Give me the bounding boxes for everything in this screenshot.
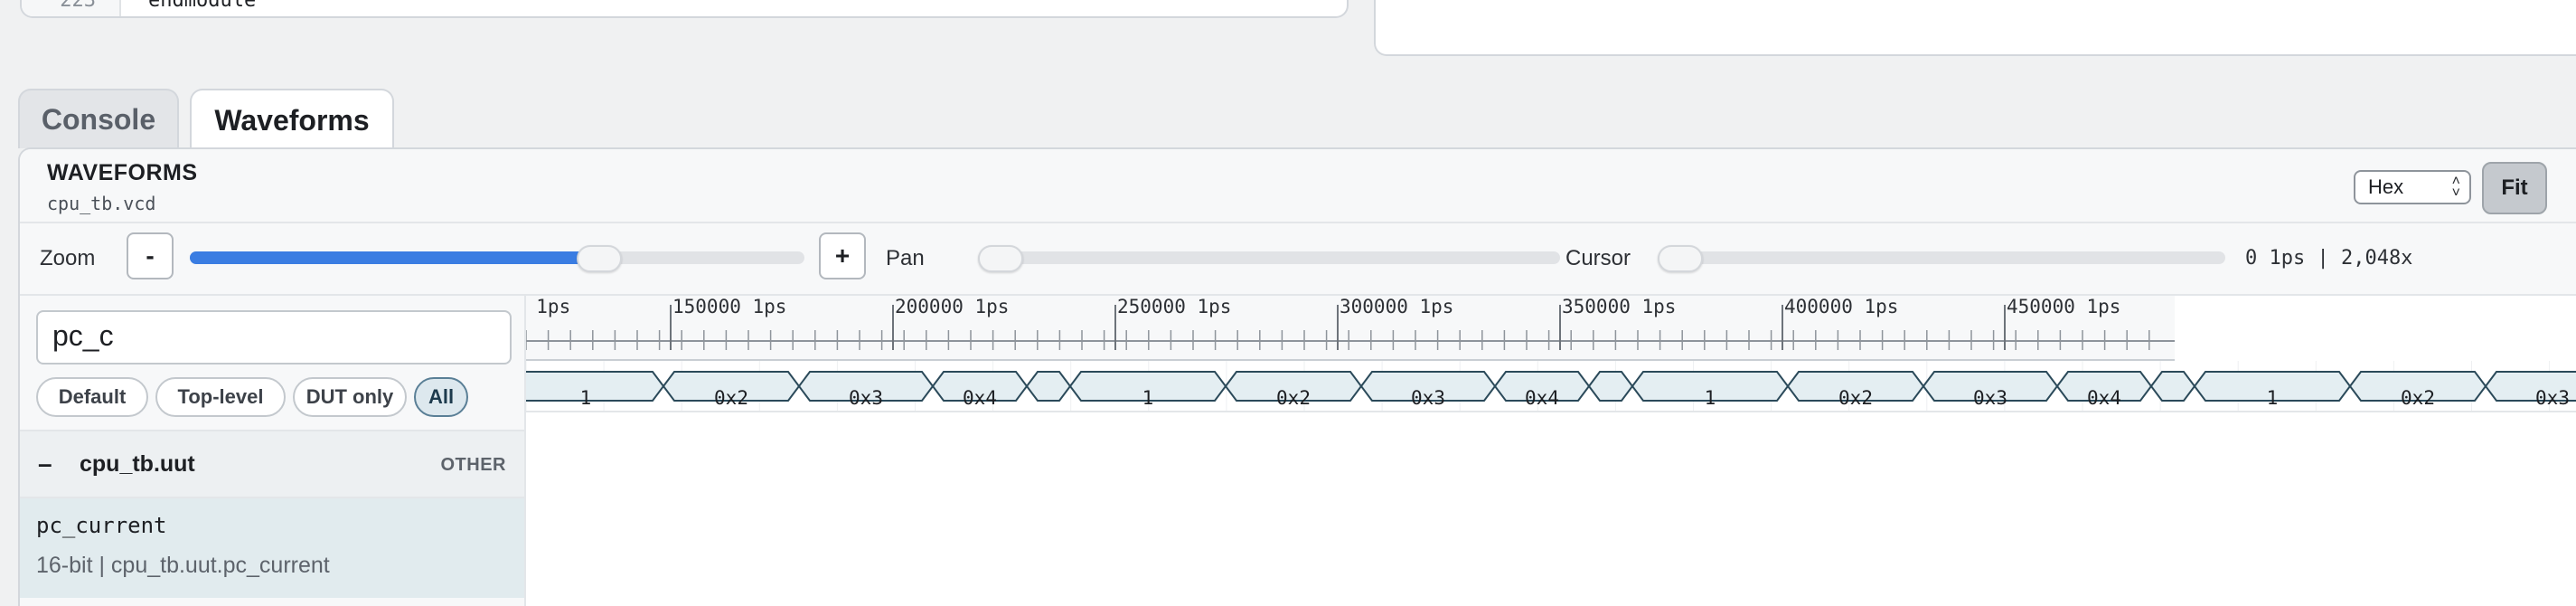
zoom-in-button[interactable]: +	[819, 232, 866, 279]
filter-top-level[interactable]: Top-level	[155, 377, 286, 417]
ruler-label: 200000 1ps	[895, 296, 1010, 317]
bus-value-label: 0x2	[714, 387, 748, 409]
bus-segment[interactable]	[1025, 371, 1072, 402]
code-editor[interactable]: 223 endmodule	[20, 0, 1349, 18]
signal-search-input[interactable]: pc_c	[36, 310, 512, 365]
tab-waveforms[interactable]: Waveforms	[190, 89, 394, 150]
view-controls: Zoom - + Pan Cursor 0 1ps | 2,048x	[20, 223, 2576, 296]
radix-select-value: Hex	[2368, 175, 2404, 198]
bus-value-label: 0x3	[1411, 387, 1445, 409]
fit-button[interactable]: Fit	[2482, 162, 2547, 214]
ruler-label: 300000 1ps	[1340, 296, 1454, 317]
zoom-slider[interactable]	[190, 251, 804, 264]
panel-header: WAVEFORMS cpu_tb.vcd Hex ˄˅ Fit	[20, 149, 2576, 223]
signal-name: pc_current	[36, 513, 167, 538]
ruler-ticks	[526, 305, 2175, 350]
bus-segment[interactable]	[2149, 371, 2196, 402]
ruler-label: 350000 1ps	[1562, 296, 1677, 317]
bus-segment[interactable]	[2484, 371, 2576, 402]
pan-slider-thumb[interactable]	[978, 245, 1023, 272]
bus-value-label: 0x2	[1838, 387, 1873, 409]
bus-value-label: 0x4	[1525, 387, 1559, 409]
bus-value-label: 0x3	[849, 387, 883, 409]
group-kind: OTHER	[440, 455, 506, 475]
panel-title: WAVEFORMS	[47, 160, 198, 185]
ruler-label: 0 1ps	[526, 296, 571, 317]
ruler-label: 450000 1ps	[2007, 296, 2121, 317]
ruler-label: 250000 1ps	[1117, 296, 1232, 317]
ruler-label: 400000 1ps	[1784, 296, 1899, 317]
zoom-out-button[interactable]: -	[127, 232, 174, 279]
bus-value-label: 0x3	[2535, 387, 2570, 409]
pan-slider[interactable]	[978, 251, 1560, 264]
bus-value-label: 1	[580, 387, 592, 409]
list-item[interactable]: pc_current 16-bit | cpu_tb.uut.pc_curren…	[20, 498, 524, 598]
cursor-slider-thumb[interactable]	[1658, 245, 1703, 272]
radix-select[interactable]: Hex ˄˅	[2354, 170, 2471, 204]
cursor-readout: 0 1ps | 2,048x	[2245, 247, 2413, 270]
bus-segment[interactable]	[526, 371, 665, 402]
filter-dut-only[interactable]: DUT only	[293, 377, 407, 417]
tab-console[interactable]: Console	[18, 89, 179, 148]
ruler-label: 150000 1ps	[672, 296, 787, 317]
line-number: 223	[60, 0, 96, 12]
code-gutter: 223	[22, 0, 121, 16]
bus-segment[interactable]	[1587, 371, 1634, 402]
zoom-label: Zoom	[40, 246, 96, 270]
signal-group[interactable]: – cpu_tb.uut OTHER	[20, 430, 524, 498]
chevron-updown-icon: ˄˅	[2451, 174, 2460, 201]
code-line: endmodule	[148, 0, 257, 12]
waveform-track[interactable]: 1 0x2 0x3 0x4 1 0x2 0x3 0x4 1 0x2 0x3 0x4 1 0x2 0x3	[526, 361, 2576, 433]
filter-default[interactable]: Default	[36, 377, 148, 417]
bus-value-label: 0x2	[1276, 387, 1311, 409]
bus-value-label: 0x4	[2087, 387, 2121, 409]
bus-value-label: 1	[2267, 387, 2279, 409]
zoom-slider-thumb[interactable]	[577, 245, 623, 272]
bus-value-label: 1	[1142, 387, 1154, 409]
waveforms-panel: WAVEFORMS cpu_tb.vcd Hex ˄˅ Fit Zoom - +…	[18, 147, 2576, 606]
waveform-display[interactable]: 0 1ps 150000 1ps 200000 1ps 250000 1ps 30000…	[526, 296, 2576, 606]
side-panel	[1374, 0, 2576, 56]
signal-meta: 16-bit | cpu_tb.uut.pc_current	[36, 553, 330, 578]
collapse-icon[interactable]: –	[38, 450, 52, 478]
time-ruler: 0 1ps 150000 1ps 200000 1ps 250000 1ps 30000…	[526, 296, 2175, 361]
cursor-slider[interactable]	[1658, 251, 2225, 264]
bus-value-label: 0x3	[1973, 387, 2007, 409]
bus-value-label: 0x4	[963, 387, 997, 409]
group-name: cpu_tb.uut	[80, 451, 195, 477]
bus-value-label: 1	[1705, 387, 1716, 409]
zoom-slider-fill	[190, 251, 600, 264]
filter-all[interactable]: All	[414, 377, 468, 417]
bus-value-label: 0x2	[2401, 387, 2435, 409]
signal-list: pc_c Default Top-level DUT only All – cp…	[20, 296, 526, 606]
vcd-filename: cpu_tb.vcd	[47, 193, 156, 214]
cursor-label: Cursor	[1565, 246, 1631, 270]
pan-label: Pan	[886, 246, 925, 270]
